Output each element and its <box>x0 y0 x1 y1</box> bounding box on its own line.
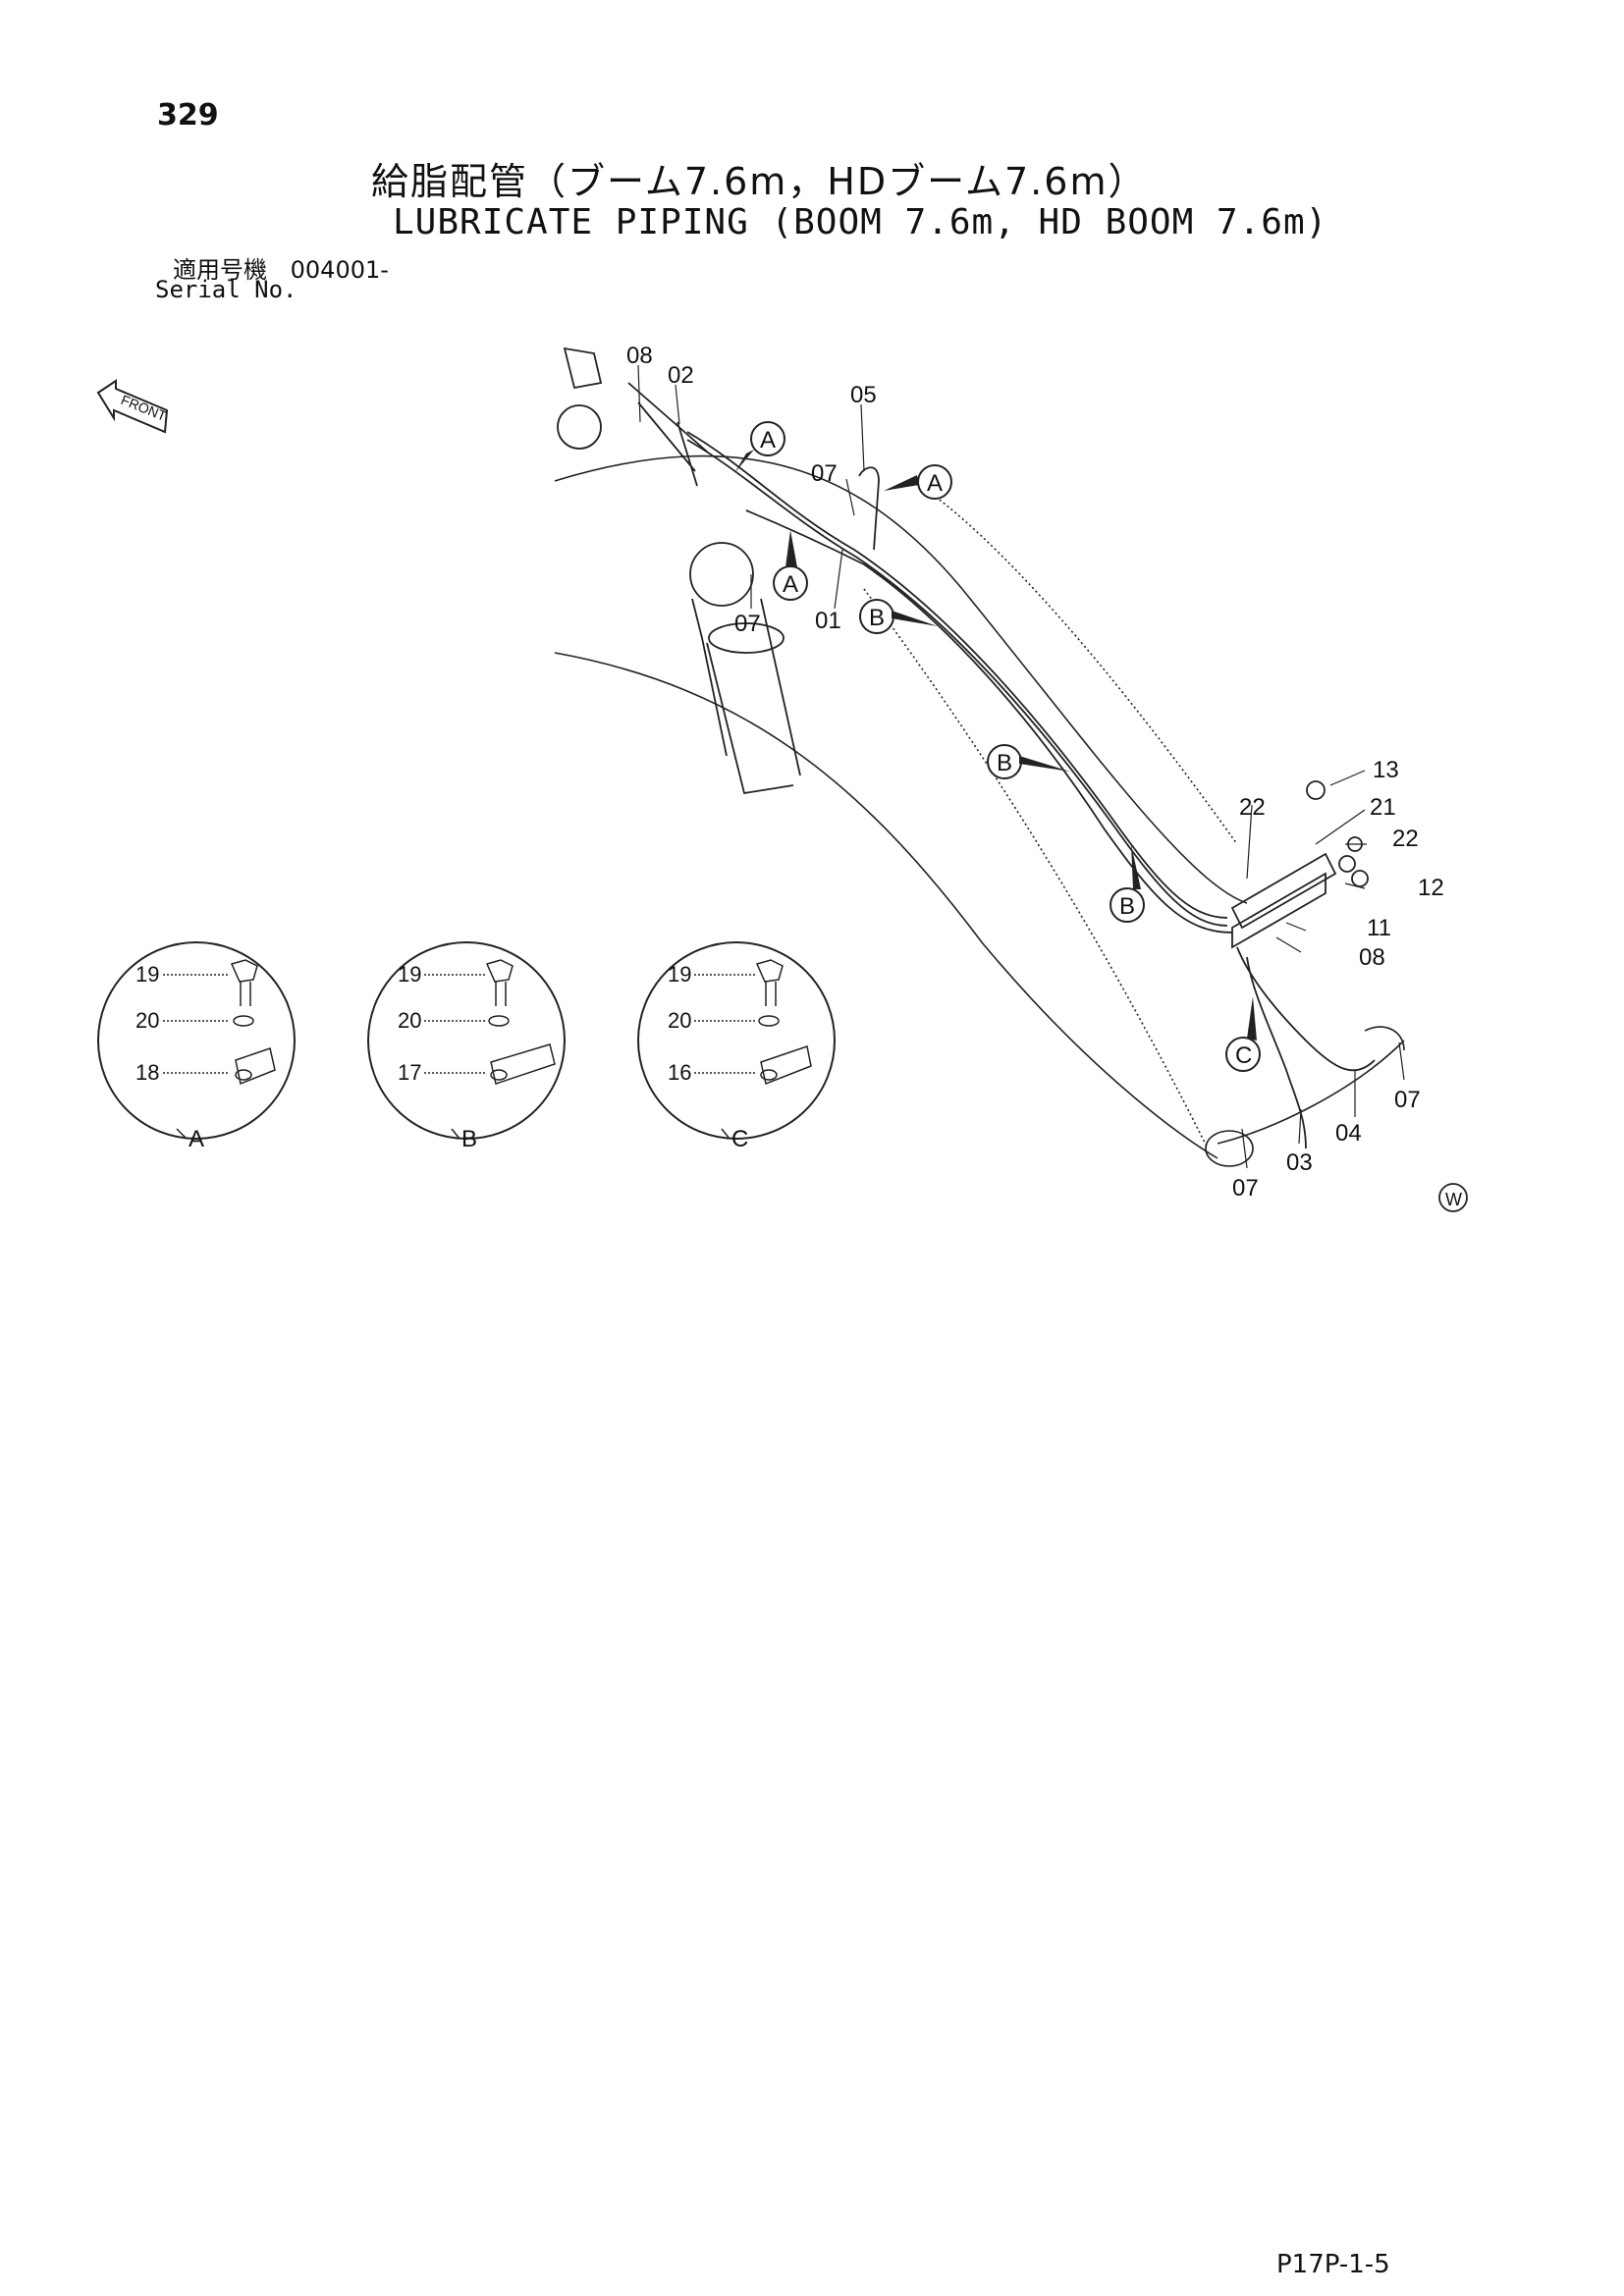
callout-22-b: 22 <box>1392 826 1419 852</box>
marker-b-3: B <box>1110 844 1145 923</box>
serial-value: 004001- <box>290 256 389 284</box>
callout-07-c: 07 <box>1394 1087 1421 1113</box>
title-english: LUBRICATE PIPING (BOOM 7.6m, HD BOOM 7.6… <box>393 202 1328 242</box>
callout-13: 13 <box>1373 757 1399 783</box>
footer-code: P17P-1-5 <box>1276 2250 1390 2279</box>
detail-c-clamp: 16 <box>668 1060 691 1085</box>
callout-22-a: 22 <box>1239 794 1266 821</box>
callout-labels: 08 02 05 07 07 01 13 22 21 22 12 11 08 0… <box>626 343 1444 1201</box>
marker-c: C <box>1225 996 1261 1072</box>
detail-c-label: C <box>731 1126 748 1152</box>
serial-label-english: Serial No. <box>155 276 298 303</box>
leader-lines <box>637 364 1405 1169</box>
marker-a-1: A <box>734 421 785 473</box>
boom-foot <box>557 347 708 487</box>
detail-view-a: 19 20 18 A <box>97 941 296 1152</box>
detail-b-bolt: 19 <box>398 962 421 987</box>
front-arrow-icon: FRONT <box>96 379 169 434</box>
detail-b-label: B <box>461 1126 477 1152</box>
marker-b-2: B <box>987 744 1070 779</box>
serial-label-ja-text: 適用号機 <box>173 256 267 284</box>
detail-b-washer: 20 <box>398 1008 421 1033</box>
detail-b-clamp: 17 <box>398 1060 421 1085</box>
w-symbol-icon: W <box>1438 1183 1468 1212</box>
marker-a-3: A <box>773 530 808 601</box>
callout-21: 21 <box>1370 794 1396 821</box>
callout-03: 03 <box>1286 1149 1313 1176</box>
marker-a-3-text: A <box>783 571 798 598</box>
callout-11: 11 <box>1367 915 1391 941</box>
marker-c-text: C <box>1235 1042 1252 1069</box>
callout-12: 12 <box>1418 875 1444 901</box>
callout-08-b: 08 <box>1359 944 1385 971</box>
marker-a-2: A <box>884 464 952 500</box>
detail-a-clamp: 18 <box>135 1060 159 1085</box>
detail-view-b: 19 20 17 B <box>367 941 566 1152</box>
callout-07-d: 07 <box>1232 1175 1259 1201</box>
detail-c-bolt: 19 <box>668 962 691 987</box>
callout-04: 04 <box>1335 1120 1362 1147</box>
detail-view-c: 19 20 16 C <box>637 941 836 1152</box>
title-japanese: 給脂配管（ブーム7.6m，HDブーム7.6m） <box>371 160 1148 203</box>
callout-02: 02 <box>668 362 694 389</box>
callout-07-b: 07 <box>734 611 761 637</box>
grease-lines <box>686 431 1376 1149</box>
marker-b-3-text: B <box>1119 893 1135 920</box>
page-number: 329 <box>157 98 219 133</box>
detail-a-washer: 20 <box>135 1008 159 1033</box>
callout-01: 01 <box>815 608 841 634</box>
clamp-markers: A A A B B B C <box>734 421 1261 1072</box>
marker-b-2-text: B <box>997 750 1012 776</box>
lubricator-block <box>1230 780 1369 949</box>
callout-08-top: 08 <box>626 343 653 369</box>
marker-b-1-text: B <box>869 605 885 631</box>
detail-a-bolt: 19 <box>135 962 159 987</box>
marker-a-1-text: A <box>760 427 776 454</box>
callout-05: 05 <box>850 382 877 408</box>
w-symbol-text: W <box>1445 1190 1462 1209</box>
detail-c-washer: 20 <box>668 1008 691 1033</box>
boom-cylinder <box>689 542 801 795</box>
callout-07-a: 07 <box>811 460 838 487</box>
marker-b-1: B <box>859 599 938 634</box>
serial-label-japanese: 適用号機 004001- <box>173 250 389 285</box>
marker-a-2-text: A <box>927 470 943 497</box>
detail-a-label: A <box>189 1126 204 1152</box>
